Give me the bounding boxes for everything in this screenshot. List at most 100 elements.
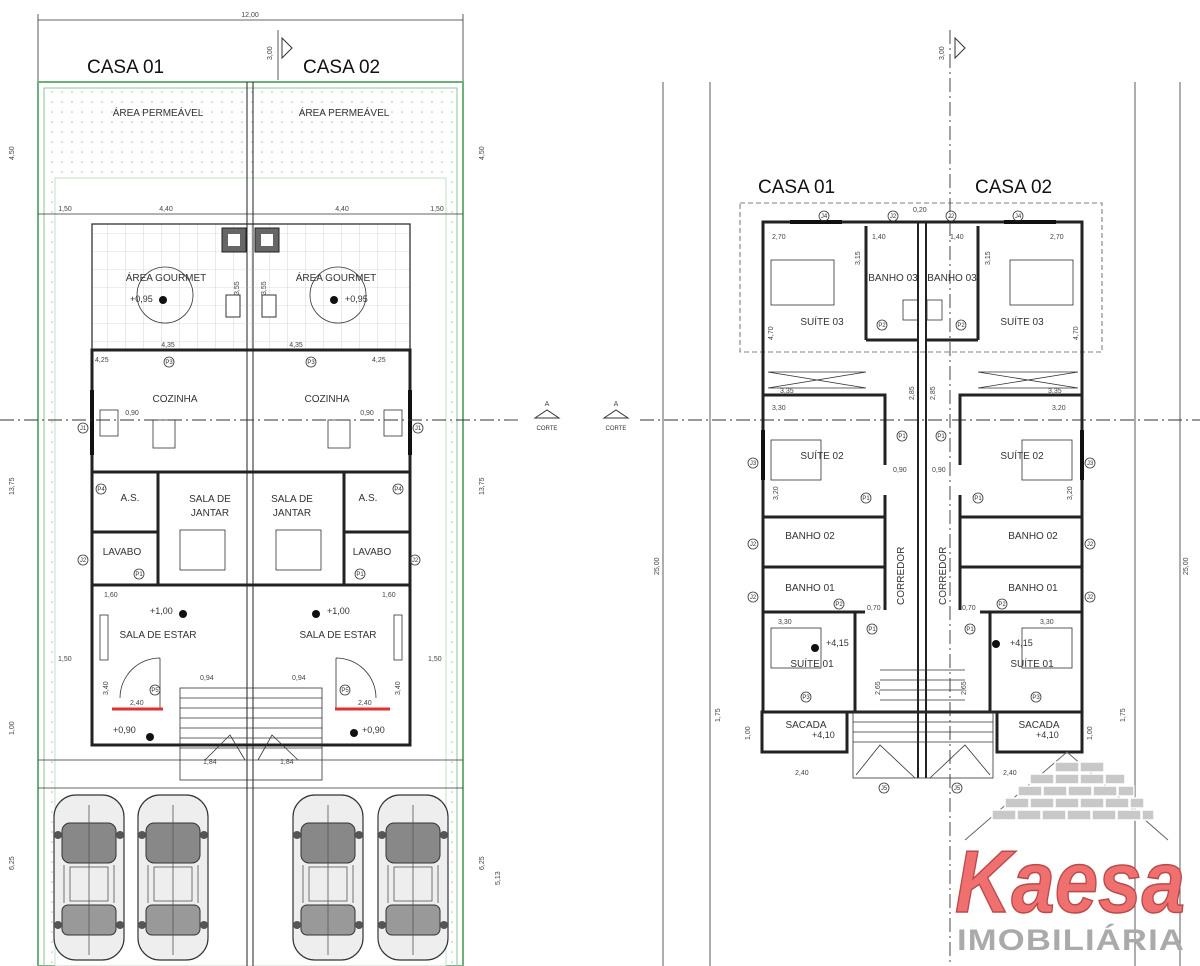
house-title-upper-casa-01: CASA 01: [758, 177, 835, 198]
door-tag-p4-1: P4: [97, 487, 105, 493]
room-label-suite02-1: SUÍTE 02: [800, 449, 844, 462]
room-label-suite03-1: SUÍTE 03: [800, 315, 844, 328]
dimension-sacada-h-1: 1,00: [745, 726, 752, 740]
dim-door-1: 0,90: [893, 467, 907, 474]
door-tag-j5-1: J5: [881, 786, 888, 792]
section-marker-upper-label: 3,00: [939, 46, 946, 60]
room-label-sacada-2: SACADA: [1018, 720, 1059, 731]
section-cut-caption-right: CORTE: [606, 426, 627, 432]
dim-banho-h-2: 3,15: [985, 251, 992, 265]
dimension-door-1: 2,40: [130, 700, 144, 707]
door-tags-upper: J4 J4 J2 J2 P2 P2 P1 P1 J3 J3 P1 P1 J2 J…: [747, 210, 1096, 794]
door-tag-p1-c-2: P1: [966, 627, 974, 633]
door-tag-p2-top-2: P2: [957, 323, 965, 329]
door-tag-p3-2: P3: [1032, 695, 1040, 701]
upper-stairs: [852, 669, 994, 779]
dim-corr-w-2: 0,70: [962, 605, 976, 612]
dimension-gourmet-height-2: 3,55: [261, 281, 268, 295]
dimension-side-lower-1: 1,50: [58, 656, 72, 663]
room-label-banho01-2: BANHO 01: [1008, 583, 1058, 594]
dimension-width-right: 4,40: [335, 206, 349, 213]
dim-door-2: 0,90: [932, 467, 946, 474]
door-tag-p1-a-1: P1: [898, 434, 906, 440]
door-tag-p3-2: P3: [307, 360, 315, 366]
door-tag-j4-2: J4: [1015, 214, 1022, 220]
dimension-gourmet-width-2: 4,35: [289, 342, 303, 349]
level-gourmet-1: +0,95: [130, 294, 153, 304]
section-cut-marker-right: A CORTE: [602, 401, 630, 432]
dimension-sacada-off-2: 1,75: [1120, 708, 1127, 722]
door-tag-p2-b-1: P2: [835, 602, 843, 608]
door-tag-j5-2: J5: [954, 786, 961, 792]
level-sacada-2: +4,10: [1036, 730, 1059, 740]
dim-suite03-h-2: 4,70: [1073, 326, 1080, 340]
door-tag-j1-2: J1: [415, 426, 422, 432]
room-label-sala-jantar-1b: JANTAR: [191, 508, 229, 519]
dimension-stair-2: 0,94: [292, 675, 306, 682]
door-tag-j4-1: J4: [821, 214, 828, 220]
dim-suite03-w-1: 2,70: [772, 234, 786, 241]
dim-suite02-h-2: 3,20: [1067, 486, 1074, 500]
level-entry-2: +0,90: [362, 725, 385, 735]
dim-wall-gap: 0,20: [913, 207, 927, 214]
room-label-lavabo-1: LAVABO: [103, 547, 142, 558]
dimension-sacada-h-2: 1,00: [1087, 726, 1094, 740]
room-label-corredor-1: CORREDOR: [896, 547, 907, 605]
dimension-house-depth-right: 13,75: [479, 477, 486, 495]
dimension-width-left: 4,40: [159, 206, 173, 213]
room-label-suite03-2: SUÍTE 03: [1000, 315, 1044, 328]
dimension-side-left: 1,50: [58, 206, 72, 213]
section-marker-label: 3,00: [267, 46, 274, 60]
dimension-stair-1: 0,94: [200, 675, 214, 682]
dim-suite02-h-1: 3,20: [773, 486, 780, 500]
room-label-lavabo-2: LAVABO: [353, 547, 392, 558]
section-cut-marker-left: A CORTE: [533, 401, 561, 432]
door-tag-j2-b-1: J2: [750, 595, 757, 601]
room-label-sala-jantar-2a: SALA DE: [271, 494, 313, 505]
dim-banho03-w-2: 1,40: [950, 234, 964, 241]
dimension-garage-depth-right: 6,25: [479, 856, 486, 870]
upper-floor-plan: 25,00 25,00 3,00 CASA 01 CASA 02 SUÍTE 0…: [654, 30, 1190, 966]
room-label-banho01-1: BANHO 01: [785, 583, 835, 594]
door-tag-p1-a-2: P1: [937, 434, 945, 440]
dimension-gourmet-width-1: 4,35: [161, 342, 175, 349]
room-label-cozinha-1: COZINHA: [153, 394, 198, 405]
dim-corr-1: 2,85: [909, 386, 916, 400]
door-tag-p3-1: P3: [802, 695, 810, 701]
room-label-banho02-1: BANHO 02: [785, 531, 835, 542]
dim-corr-w-1: 0,70: [867, 605, 881, 612]
dim-suite03-w-2: 2,70: [1050, 234, 1064, 241]
parked-car-2: [137, 794, 209, 961]
level-entry-1: +0,90: [113, 725, 136, 735]
parked-car-4: [377, 794, 449, 961]
dimension-bench-1: 0,90: [125, 410, 139, 417]
lot-boundary: [37, 81, 464, 966]
door-tag-j3-1: J3: [750, 461, 757, 467]
room-label-banho03-1: BANHO 03: [868, 273, 918, 284]
dimension-gourmet-height-1: 3,55: [234, 281, 241, 295]
level-estar-1: +1,00: [150, 606, 173, 616]
section-cut-label: A: [545, 401, 550, 408]
room-label-suite01-2: SUÍTE 01: [1010, 657, 1054, 670]
dimension-house-depth: 13,75: [9, 477, 16, 495]
room-label-banho02-2: BANHO 02: [1008, 531, 1058, 542]
house-title-casa-01: CASA 01: [87, 57, 164, 78]
dim-closet-2: 3,35: [1048, 388, 1062, 395]
door-tag-j2-b-2: J2: [1087, 595, 1094, 601]
room-label-area-permeavel-1: ÁREA PERMEÁVEL: [113, 106, 204, 119]
door-tags-ground: P3 P3 J1 J1 P4 P4 J2 J2 P1 P1 P5 P5: [77, 356, 424, 696]
level-suite01-2: +4,15: [1010, 638, 1033, 648]
room-label-sala-jantar-2b: JANTAR: [273, 508, 311, 519]
parked-car-3: [292, 794, 364, 961]
door-tag-p1-c-1: P1: [868, 627, 876, 633]
room-label-area-gourmet-1: ÁREA GOURMET: [126, 271, 207, 284]
dimension-garage-depth-r: 5,13: [495, 871, 502, 885]
logo-brand-text: Kaesa: [955, 832, 1185, 931]
dimension-side-right: 1,50: [430, 206, 444, 213]
overall-width-dimension: 12,00: [241, 12, 259, 19]
door-tag-p1-2: P1: [356, 572, 364, 578]
brick-roof-icon: [991, 761, 1155, 821]
door-tag-p5-2: P5: [341, 688, 349, 694]
level-suite01-1: +4,15: [826, 638, 849, 648]
